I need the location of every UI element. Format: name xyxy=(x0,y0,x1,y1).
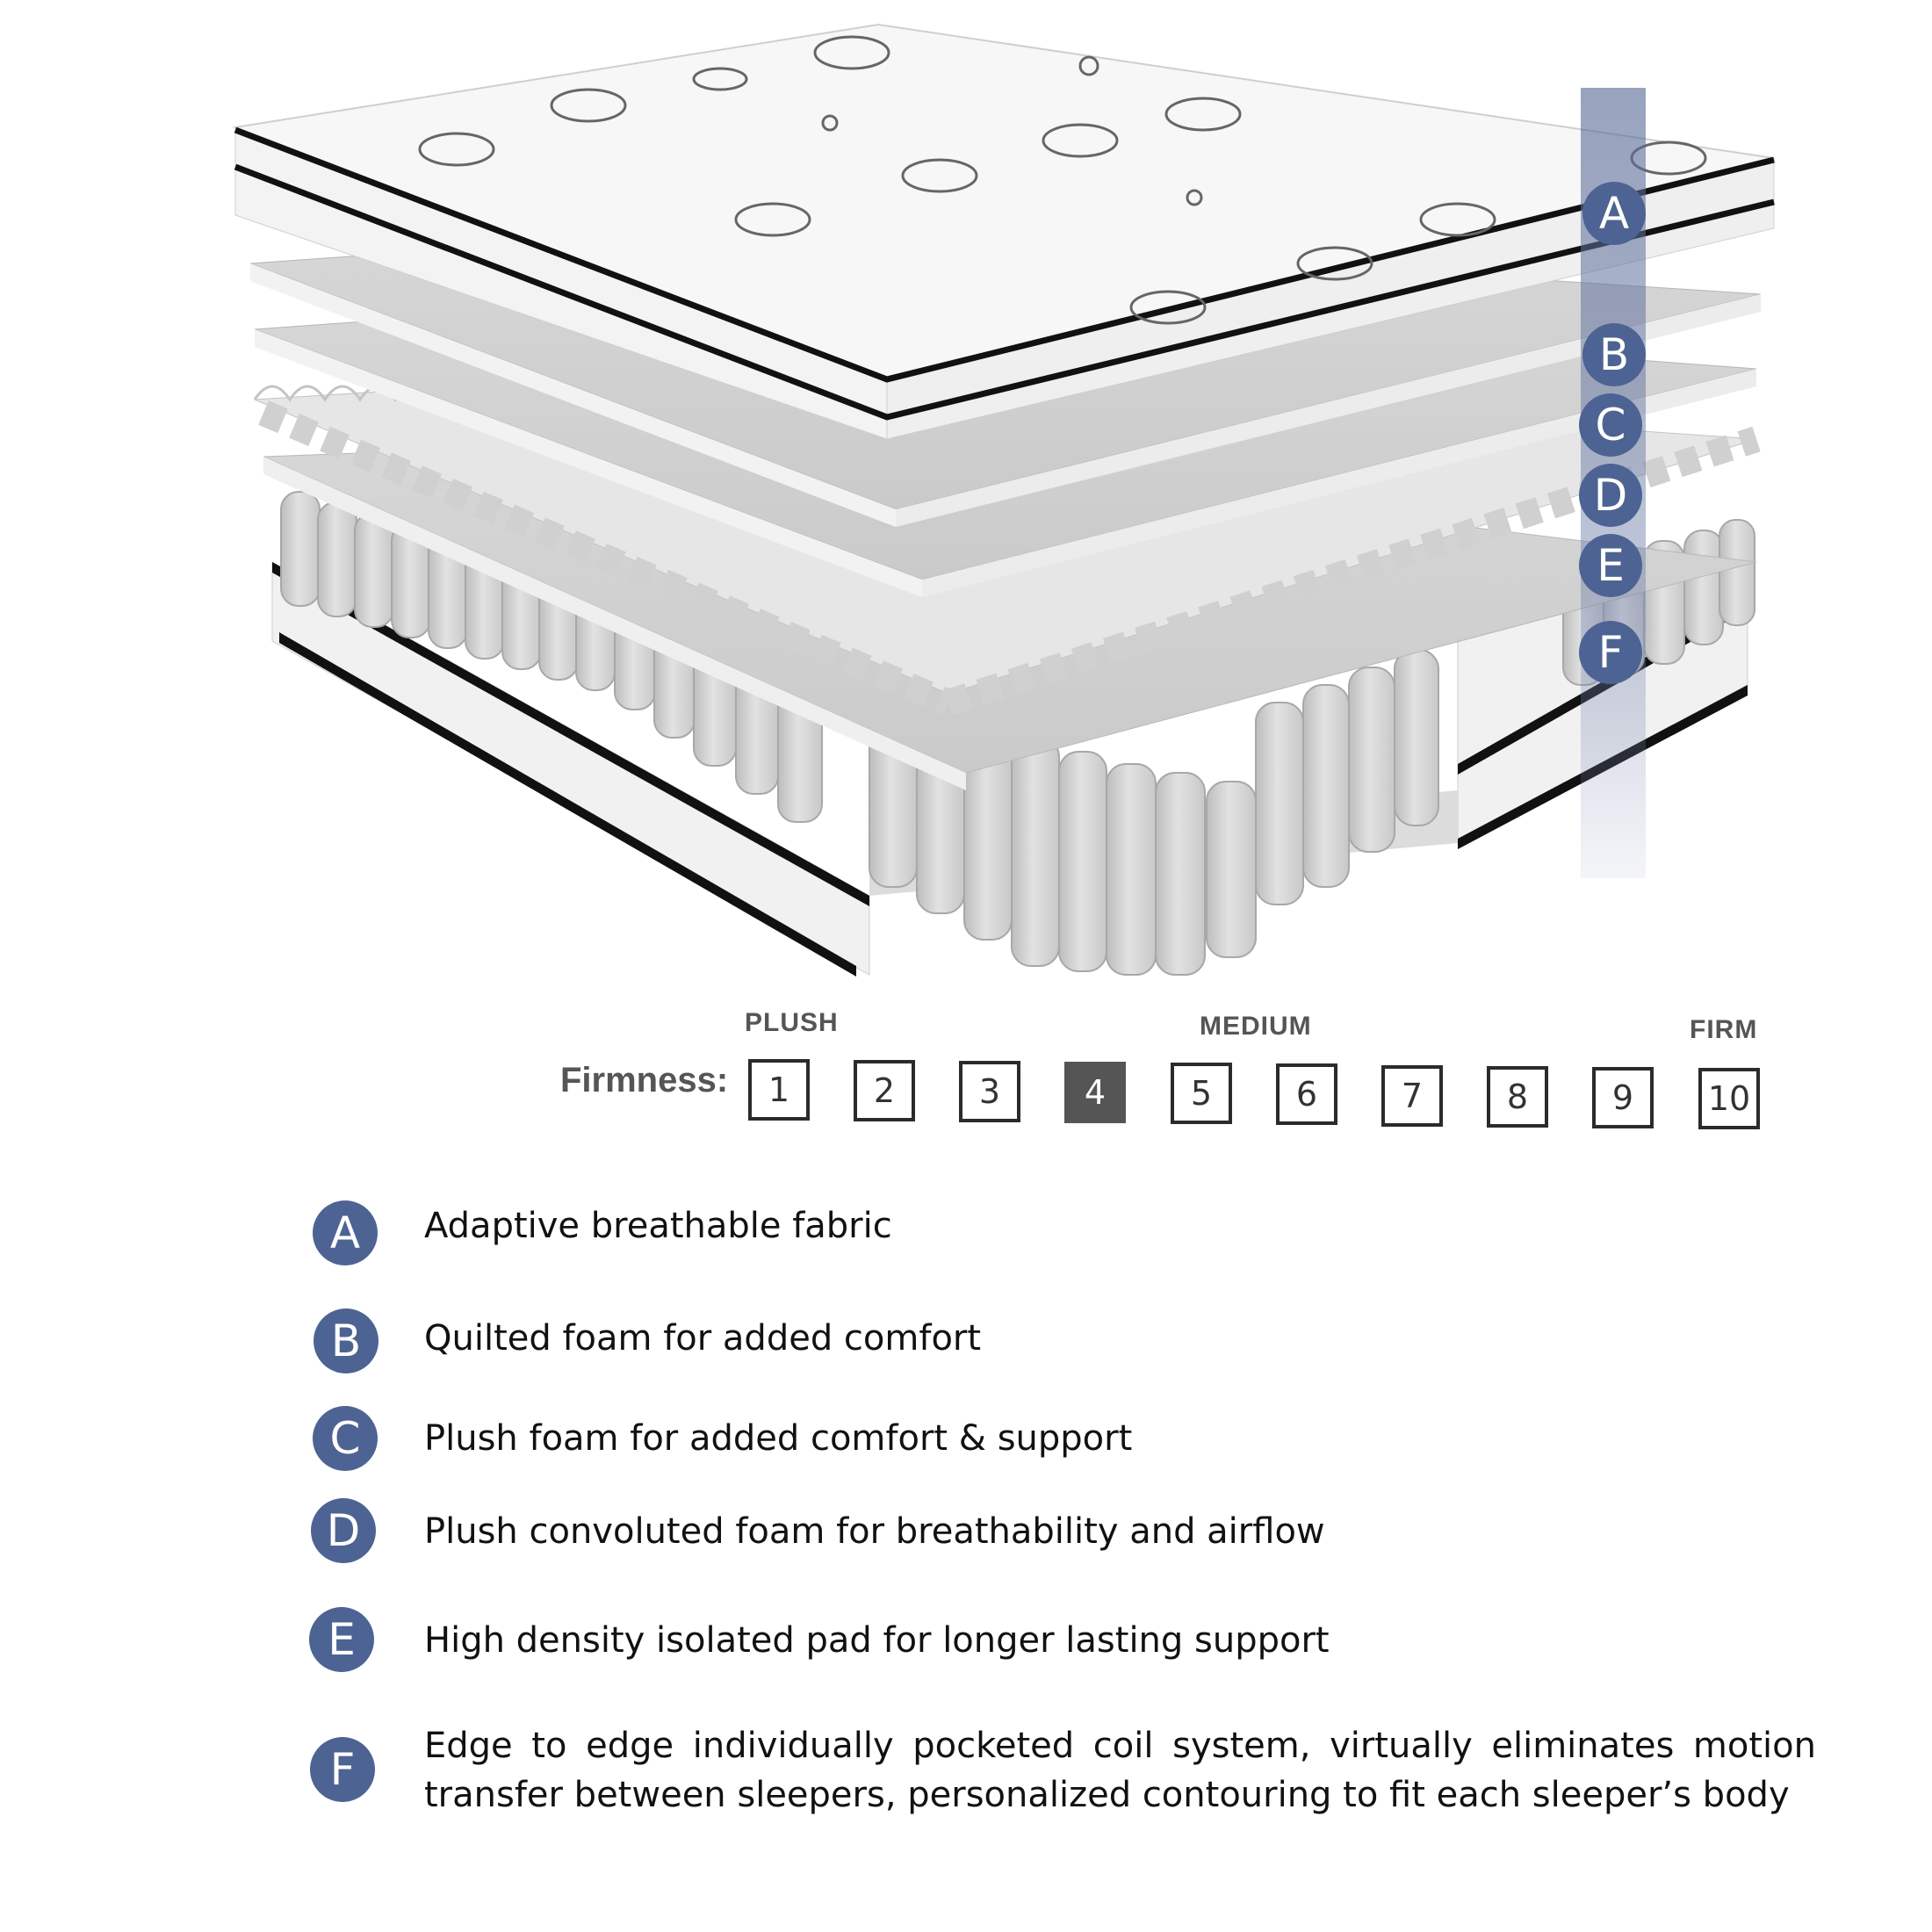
scale-label-firm: FIRM xyxy=(1690,1015,1758,1044)
firmness-level-4-selected: 4 xyxy=(1064,1062,1126,1123)
firmness-level-10: 10 xyxy=(1698,1068,1760,1129)
layer-badge-f: F xyxy=(1579,621,1642,684)
legend-badge-f: F xyxy=(310,1737,375,1802)
legend-text-f: Edge to edge individually pocketed coil … xyxy=(424,1726,1816,1815)
legend-badge-d: D xyxy=(311,1498,376,1563)
firmness-level-1: 1 xyxy=(748,1059,810,1121)
mattress-illustration xyxy=(232,23,1775,977)
firmness-level-5: 5 xyxy=(1171,1063,1232,1124)
legend-badge-c: C xyxy=(313,1406,378,1471)
firmness-level-7: 7 xyxy=(1381,1065,1443,1127)
legend-badge-b: B xyxy=(314,1308,378,1373)
scale-label-plush: PLUSH xyxy=(745,1008,839,1037)
pocketed-coils xyxy=(280,491,1755,976)
firmness-level-8: 8 xyxy=(1487,1066,1548,1128)
layer-badge-d: D xyxy=(1579,464,1642,527)
legend-text-c: Plush foam for added comfort & support xyxy=(424,1418,1133,1459)
legend-text-d: Plush convoluted foam for breathability … xyxy=(424,1511,1325,1552)
top-fabric-layer xyxy=(232,23,1775,440)
layer-badge-a: A xyxy=(1582,182,1646,245)
firmness-level-6: 6 xyxy=(1276,1063,1337,1125)
layer-badge-b: B xyxy=(1582,323,1646,386)
firmness-level-2: 2 xyxy=(854,1060,915,1121)
layer-badge-c: C xyxy=(1579,393,1642,457)
legend-text-b: Quilted foam for added comfort xyxy=(424,1318,982,1359)
legend-badge-e: E xyxy=(309,1607,374,1672)
firmness-level-3: 3 xyxy=(959,1061,1020,1122)
firmness-label: Firmness: xyxy=(560,1061,729,1099)
legend-badge-a: A xyxy=(313,1200,378,1265)
legend-text-e: High density isolated pad for longer las… xyxy=(424,1620,1330,1661)
legend-text-a: Adaptive breathable fabric xyxy=(424,1206,892,1246)
layer-badge-e: E xyxy=(1579,534,1642,597)
firmness-level-9: 9 xyxy=(1592,1067,1654,1128)
scale-label-medium: MEDIUM xyxy=(1200,1012,1312,1041)
